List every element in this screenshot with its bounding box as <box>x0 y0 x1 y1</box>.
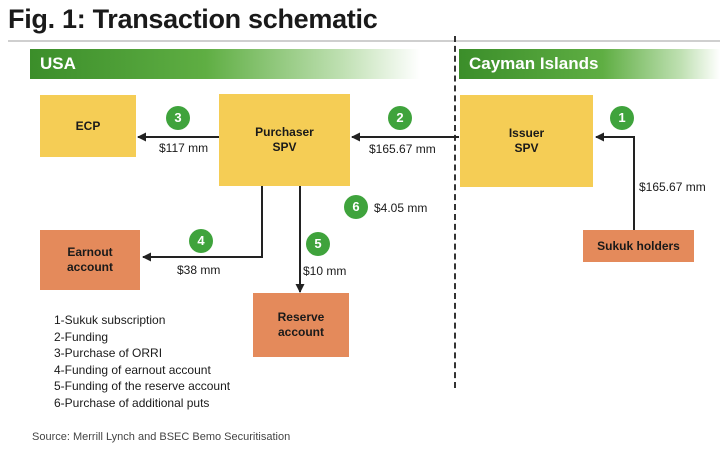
legend-item: 2-Funding <box>54 329 109 344</box>
legend-item: 4-Funding of earnout account <box>54 362 211 377</box>
sukuk-holders-box: Sukuk holders <box>583 230 694 262</box>
region-cayman-islands: Cayman Islands <box>459 49 720 79</box>
amount-step-1: $165.67 mm <box>639 180 706 194</box>
step-legend: 1-Sukuk subscription 2-Funding 3-Purchas… <box>54 312 230 411</box>
amount-step-3: $117 mm <box>159 141 209 155</box>
ecp-box: ECP <box>40 95 136 157</box>
step-badge-4: 4 <box>189 229 213 253</box>
step-badge-2: 2 <box>388 106 412 130</box>
legend-item: 1-Sukuk subscription <box>54 313 166 327</box>
title-divider <box>8 40 720 42</box>
earnout-account-box: Earnout account <box>40 230 140 290</box>
legend-item: 3-Purchase of ORRI <box>54 346 163 360</box>
arrow-purchaser-to-earnout <box>142 186 263 262</box>
step-badge-6: 6 <box>344 195 368 219</box>
amount-step-4: $38 mm <box>177 263 221 277</box>
amount-step-6: $4.05 mm <box>374 201 428 215</box>
legend-item: 6-Purchase of additional puts <box>54 395 210 410</box>
jurisdiction-divider <box>454 36 456 388</box>
figure-title: Fig. 1: Transaction schematic <box>8 4 378 34</box>
purchaser-spv-box: Purchaser SPV <box>219 94 350 186</box>
source-note: Source: Merrill Lynch and BSEC Bemo Secu… <box>32 431 291 443</box>
step-badge-5: 5 <box>306 232 330 256</box>
reserve-account-box: Reserve account <box>253 293 349 357</box>
amount-step-5: $10 mm <box>303 264 347 278</box>
step-badge-3: 3 <box>166 106 190 130</box>
amount-step-2: $165.67 mm <box>369 142 436 156</box>
step-badge-1: 1 <box>610 106 634 130</box>
issuer-spv-box: Issuer SPV <box>460 95 593 187</box>
region-usa: USA <box>30 49 420 79</box>
legend-item: 5-Funding of the reserve account <box>54 379 231 393</box>
arrow-sukuk-to-issuer <box>595 132 635 230</box>
